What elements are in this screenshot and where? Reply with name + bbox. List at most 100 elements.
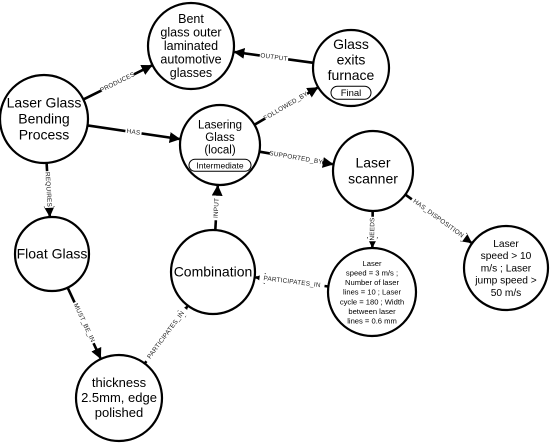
badge-outline bbox=[330, 85, 372, 100]
edge-label: INPUT bbox=[213, 198, 221, 219]
node-label-line: Laser bbox=[355, 154, 390, 170]
edge-has: HAS bbox=[87, 124, 181, 143]
node-status-badge: Final bbox=[330, 85, 372, 100]
edge-label-group: NEEDS bbox=[367, 216, 378, 242]
edge-label-group: HAS bbox=[124, 126, 143, 138]
node-circle bbox=[169, 228, 257, 316]
edge-needs: NEEDS bbox=[366, 210, 378, 249]
edge-supported-by: SUPPORTED_BY bbox=[259, 149, 334, 168]
node-float-glass: Float Glass bbox=[13, 215, 91, 293]
edge-label-background bbox=[42, 170, 54, 209]
edge-label-group: MUST_BE_IN bbox=[70, 300, 98, 346]
edge-label: NEEDS bbox=[369, 217, 376, 240]
edge-participates-in-b: PARTICIPATES_IN bbox=[142, 305, 190, 365]
node-label-line: glasses bbox=[170, 66, 212, 80]
node-label-line: Glass bbox=[205, 132, 235, 144]
edge-label-background bbox=[70, 300, 98, 346]
edge-label: SUPPORTED_BY bbox=[269, 150, 324, 166]
node-label-line: jump speed > bbox=[474, 276, 536, 287]
edge-has-disposition: HAS_DISPOSITION bbox=[404, 193, 473, 244]
edge-label-group: PARTICIPATES_IN bbox=[142, 306, 190, 364]
edge-produces: PRODUCES bbox=[82, 64, 153, 101]
edge-requires: REQUIRES bbox=[42, 162, 55, 218]
node-label-line: scanner bbox=[348, 170, 398, 186]
edge-label-group: HAS_DISPOSITION bbox=[409, 195, 468, 242]
edge-label: MUST_BE_IN bbox=[72, 302, 96, 343]
node-label-line: laminated bbox=[164, 39, 218, 53]
node-label-line: thickness bbox=[92, 375, 147, 390]
node-circle bbox=[146, 1, 236, 91]
badge-label: Intermediate bbox=[196, 160, 244, 170]
edge-label: HAS_DISPOSITION bbox=[412, 198, 465, 240]
node-label-line: Number of laser bbox=[345, 278, 399, 287]
node-label-line: 2.5mm, edge bbox=[81, 390, 157, 405]
edge-label: FOLLOWED_BY bbox=[263, 90, 310, 122]
edge-label-background bbox=[259, 51, 289, 64]
edge-label-group: SUPPORTED_BY bbox=[269, 149, 324, 167]
badge-outline bbox=[188, 158, 252, 172]
edge-label-background bbox=[367, 216, 378, 242]
edge-label-background bbox=[269, 149, 323, 167]
node-label-line: Laser bbox=[363, 259, 382, 268]
node-label-line: automotive bbox=[160, 52, 221, 66]
edge-label-group: OUTPUT bbox=[259, 51, 289, 64]
node-circle bbox=[13, 215, 91, 293]
badge-label: Final bbox=[341, 88, 362, 99]
node-label-line: Float Glass bbox=[17, 245, 88, 261]
node-circle bbox=[326, 246, 418, 338]
edge-output: OUTPUT bbox=[233, 47, 314, 65]
node-label-line: speed > 10 bbox=[481, 251, 532, 262]
node-circle bbox=[331, 129, 415, 213]
node-label-line: speed = 3 m/s ; bbox=[346, 268, 398, 277]
node-circle bbox=[74, 353, 164, 443]
edge-label-group: PARTICIPATES_IN bbox=[258, 273, 326, 291]
edge-label-group: FOLLOWED_BY bbox=[262, 89, 310, 123]
edge-label: HAS bbox=[126, 128, 141, 137]
edge-label: PRODUCES bbox=[99, 71, 136, 94]
edge-label-background bbox=[142, 306, 190, 364]
edge-label: PARTICIPATES_IN bbox=[146, 310, 186, 360]
node-label-line: lines = 10 ; Laser bbox=[343, 288, 402, 297]
node-label-line: Bending bbox=[18, 110, 69, 126]
node-label: Combination bbox=[174, 263, 253, 279]
node-label-line: Process bbox=[19, 126, 70, 142]
node-circle bbox=[311, 28, 391, 108]
node-label: Float Glass bbox=[17, 245, 88, 261]
node-circle bbox=[462, 224, 550, 312]
node-label-line: m/s ; Laser bbox=[481, 263, 532, 274]
edge-input: INPUT bbox=[211, 184, 223, 231]
node-label-line: 50 m/s bbox=[491, 288, 522, 299]
edge-followed-by: FOLLOWED_BY bbox=[253, 86, 319, 126]
edge-participates-in-a: PARTICIPATES_IN bbox=[254, 273, 329, 291]
node-label-line: between laser bbox=[348, 307, 396, 316]
node-label-line: Glass bbox=[333, 36, 369, 52]
edge-label: REQUIRES bbox=[43, 172, 52, 207]
edge-label-group: REQUIRES bbox=[42, 170, 54, 209]
node-label-line: Laser bbox=[493, 239, 519, 250]
edge-label-background bbox=[262, 89, 310, 123]
edge-label-background bbox=[258, 273, 326, 291]
edge-label-group: PRODUCES bbox=[99, 70, 136, 95]
node-label-line: exits bbox=[337, 51, 366, 67]
node-label-line: furnace bbox=[328, 67, 375, 83]
node-label-line: cycle = 180 ; Width bbox=[340, 297, 404, 306]
edge-label: PARTICIPATES_IN bbox=[263, 275, 321, 289]
node-label-line: Combination bbox=[174, 263, 253, 279]
node-label-line: lines = 0.6 mm bbox=[347, 316, 397, 325]
node-label-line: glass outer bbox=[160, 25, 221, 39]
node-label-line: Lasering bbox=[198, 120, 242, 132]
